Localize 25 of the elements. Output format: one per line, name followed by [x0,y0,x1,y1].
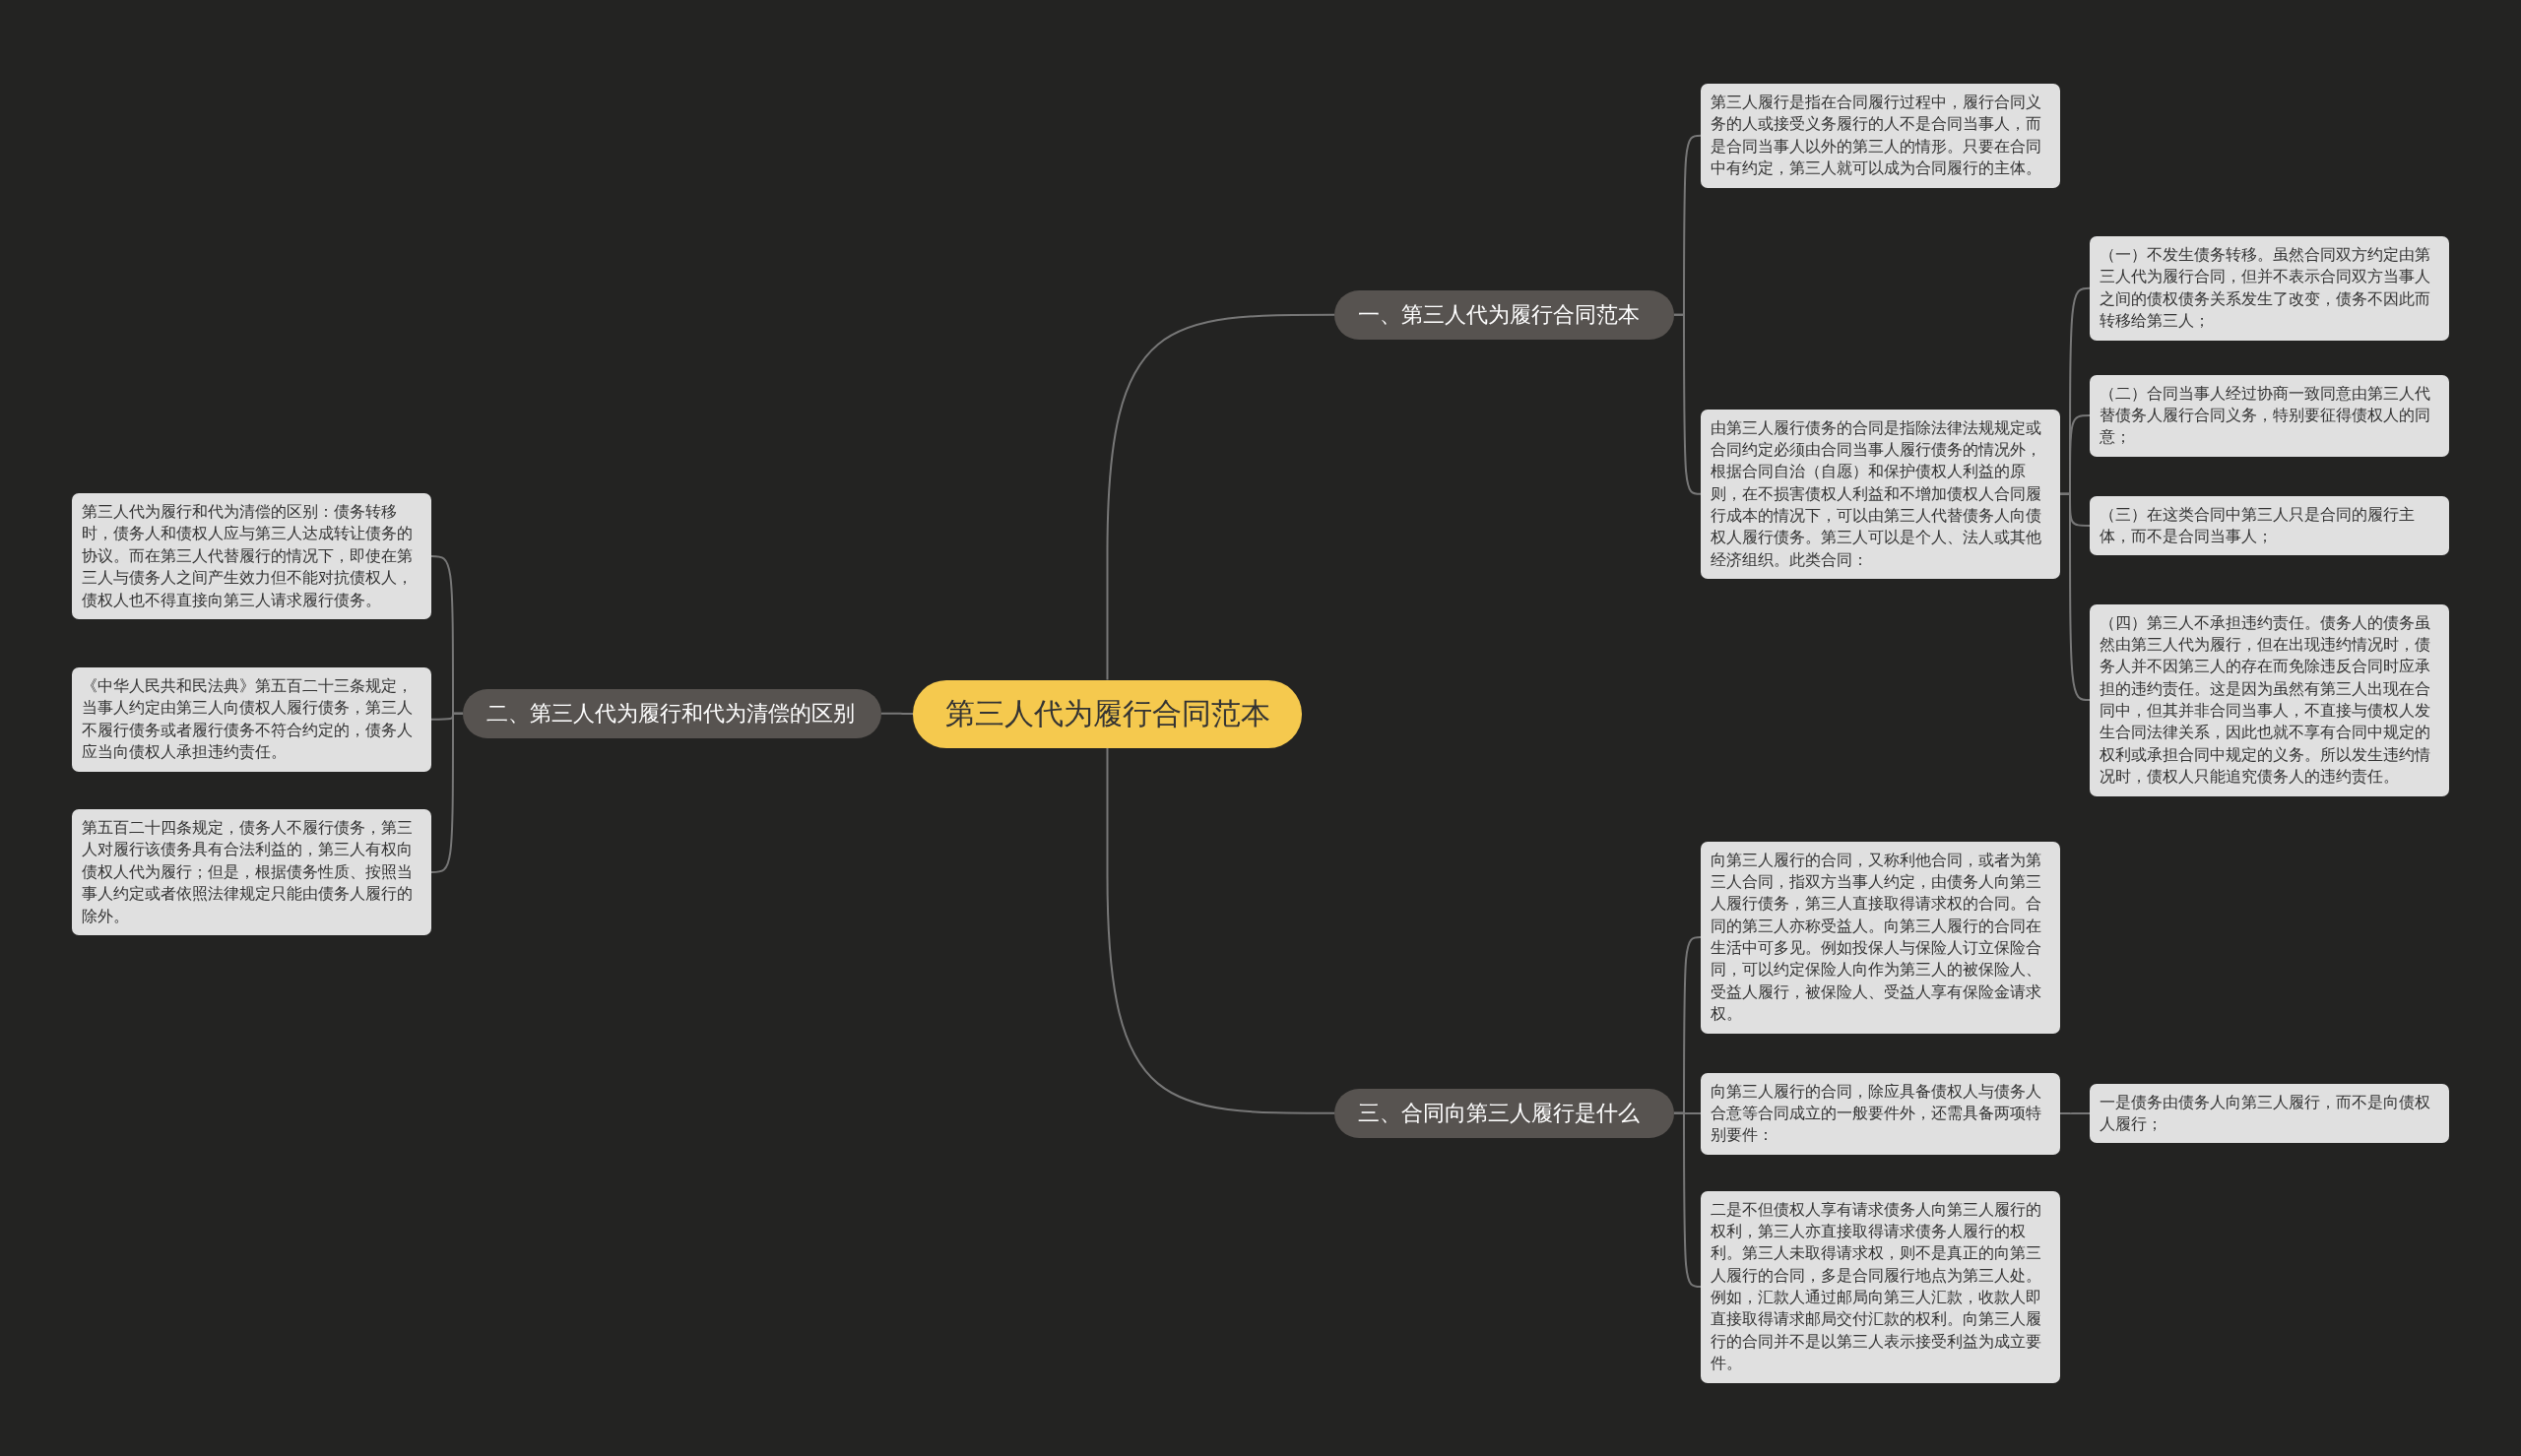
branch-topic: 一、第三人代为履行合同范本 [1334,289,1674,341]
connector-line [1106,313,1335,681]
branch-topic: 三、合同向第三人履行是什么 [1334,1088,1674,1139]
note-card: 一是债务由债务人向第三人履行，而不是向债权人履行； [2090,1083,2449,1144]
note-card: 《中华人民共和民法典》第五百二十三条规定，当事人约定由第三人向债权人履行债务，第三人不履行债务或者履行债务不符合约定的，债务人应当向债权人承担违约责任。 [72,667,431,772]
branch-topic: 二、第三人代为履行和代为清偿的区别 [463,688,881,739]
connector-line [1106,746,1335,1114]
note-card: （三）在这类合同中第三人只是合同的履行主体，而不是合同当事人； [2090,495,2449,556]
note-card: （一）不发生债务转移。虽然合同双方约定由第三人代为履行合同，但并不表示合同双方当事人之间的债权债务关系发生了改变，债务不因此而转移给第三人； [2090,236,2449,341]
note-card: （四）第三人不承担违约责任。债务人的债务虽然由第三人代为履行，但在出现违约情况时，债务人并不因第三人的存在而免除违反合同时应承担的违约责任。这是因为虽然有第三人出现在合同中，但其并非合同当事人，不直接与债权人发生合同法律关系，因此也就不享有合同中规定的权利或承担合同中规定的义务。所以发生违约情况时，债权人只能追究债务人的违约责任。 [2090,603,2449,796]
note-card: 向第三人履行的合同，又称利他合同，或者为第三人合同，指双方当事人约定，由债务人向第三人履行债务，第三人直接取得请求权的合同。合同的第三人亦称受益人。向第三人履行的合同在生活中可多见。例如投保人与保险人订立保险合同，可以约定保险人向作为第三人的被保险人、受益人履行，被保险人、受益人享有保险金请求权。 [1701,841,2060,1034]
note-card: 第三人履行是指在合同履行过程中，履行合同义务的人或接受义务履行的人不是合同当事人，而是合同当事人以外的第三人的情形。只要在合同中有约定，第三人就可以成为合同履行的主体。 [1701,84,2060,188]
note-card: 第三人代为履行和代为清偿的区别：债务转移时，债务人和债权人应与第三人达成转让债务的协议。而在第三人代替履行的情况下，即使在第三人与债务人之间产生效力但不能对抗债权人，债权人也不得直接向第三人请求履行债务。 [72,493,431,619]
note-card: （二）合同当事人经过协商一致同意由第三人代替债务人履行合同义务，特别要征得债权人的同意； [2090,374,2449,457]
note-card: 向第三人履行的合同，除应具备债权人与债务人合意等合同成立的一般要件外，还需具备两项特别要件： [1701,1072,2060,1155]
note-card: 二是不但债权人享有请求债务人向第三人履行的权利，第三人亦直接取得请求债务人履行的权利。第三人未取得请求权，则不是真正的向第三人履行的合同，多是合同履行地点为第三人处。例如，汇款人通过邮局向第三人汇款，收款人即直接取得请求邮局交付汇款的权利。向第三人履行的合同并不是以第三人表示接受利益为成立要件。 [1701,1190,2060,1383]
note-card: 第五百二十四条规定，债务人不履行债务，第三人对履行该债务具有合法利益的，第三人有权向债权人代为履行；但是，根据债务性质、按照当事人约定或者依照法律规定只能由债务人履行的除外。 [72,809,431,935]
connector-line [2059,492,2091,702]
connector-line [880,712,914,715]
central-topic: 第三人代为履行合同范本 [913,679,1302,748]
note-card: 由第三人履行债务的合同是指除法律法规规定或合同约定必须由合同当事人履行债务的情况外，根据合同自治（自愿）和保护债权人利益的原则，在不损害债权人利益和不增加债权人合同履行成本的情况下，可以由第三人代替债务人向债权人履行债务。第三人可以是个人、法人或其他经济组织。此类合同： [1701,409,2060,580]
connector-line [2059,1111,2091,1115]
connector-line [1673,1111,1702,1289]
connector-line [430,712,464,873]
connector-line [1673,313,1702,495]
